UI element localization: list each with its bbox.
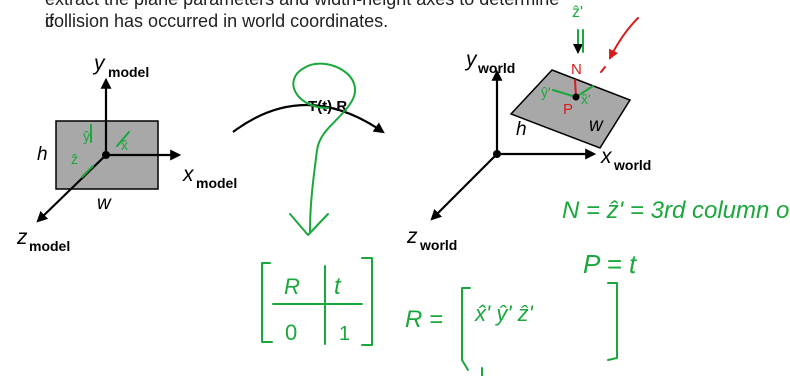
transform-ink-loop	[292, 62, 357, 233]
model-y-letter: y	[92, 52, 106, 75]
world-ink-y-prime: ŷ'	[541, 84, 551, 100]
transform-group: T(t) R	[232, 62, 385, 236]
world-height-label: h	[516, 119, 527, 140]
matrix-bottom-left: 0	[285, 320, 297, 345]
transform-arc	[232, 103, 385, 134]
model-z-letter: z	[16, 226, 28, 249]
world-x-letter: x	[600, 145, 613, 168]
world-box-point	[572, 93, 580, 101]
model-origin	[102, 151, 110, 159]
model-ink-z-arrow	[81, 165, 94, 178]
world-ink-n: N	[571, 61, 582, 78]
model-y-subscript: model	[108, 64, 149, 80]
rotation-left-bracket	[461, 287, 471, 371]
rotation-lhs: R =	[405, 306, 443, 333]
model-width-label: w	[97, 193, 112, 214]
point-equation: P = t	[583, 249, 638, 279]
world-ink-z-prime: ẑ'	[572, 4, 583, 21]
slide-text-line-2: collision has occurred in world coordina…	[45, 11, 389, 31]
world-y-letter: y	[464, 48, 478, 71]
world-ink-red-tick	[600, 66, 606, 73]
model-height-label: h	[37, 144, 48, 165]
world-ink-y-arrow	[552, 89, 577, 98]
world-y-subscript: world	[477, 60, 515, 76]
world-frame: y world x world z world h w ẑ' N ŷ' x̂' …	[406, 4, 651, 253]
model-ink-x: x̂	[121, 137, 128, 153]
model-x-subscript: model	[196, 175, 237, 191]
handwritten-notes: N = ẑ' = 3rd column of R P = t R t 0 1 R…	[261, 197, 790, 376]
matrix-right-bracket	[361, 257, 373, 346]
model-x-letter: x	[182, 163, 195, 186]
rotation-columns: x̂' ŷ' ẑ'	[474, 301, 534, 326]
model-ink-y: ŷ	[83, 128, 90, 144]
world-x-subscript: world	[613, 157, 651, 173]
world-z-letter: z	[406, 225, 418, 248]
normal-equation: N = ẑ' = 3rd column of R	[562, 197, 790, 224]
model-ink-z: ẑ	[71, 151, 78, 167]
matrix-top-right: t	[334, 273, 342, 300]
world-z-axis	[430, 153, 498, 221]
world-ink-p: P	[563, 101, 573, 118]
model-z-axis	[36, 154, 107, 223]
world-ink-red-arrow	[609, 17, 639, 60]
transform-ink-arrowhead	[289, 213, 329, 236]
matrix-left-bracket	[261, 262, 273, 343]
world-box	[509, 69, 632, 149]
world-z-subscript: world	[419, 237, 457, 253]
matrix-top-left: R	[284, 274, 300, 299]
world-origin	[493, 150, 501, 158]
rotation-right-bracket	[607, 282, 618, 361]
model-frame: y model x model z model h w ŷ x̂ ẑ	[16, 52, 237, 254]
model-ink-x-arrow	[116, 131, 130, 147]
transform-label: T(t) R	[308, 98, 347, 115]
world-ink-x-prime: x̂'	[581, 91, 591, 107]
model-z-subscript: model	[29, 238, 70, 254]
slide-text-line-1: extract the plane parameters and width-h…	[45, 0, 559, 31]
matrix-bottom-right: 1	[339, 323, 350, 345]
world-width-label: w	[589, 115, 604, 136]
